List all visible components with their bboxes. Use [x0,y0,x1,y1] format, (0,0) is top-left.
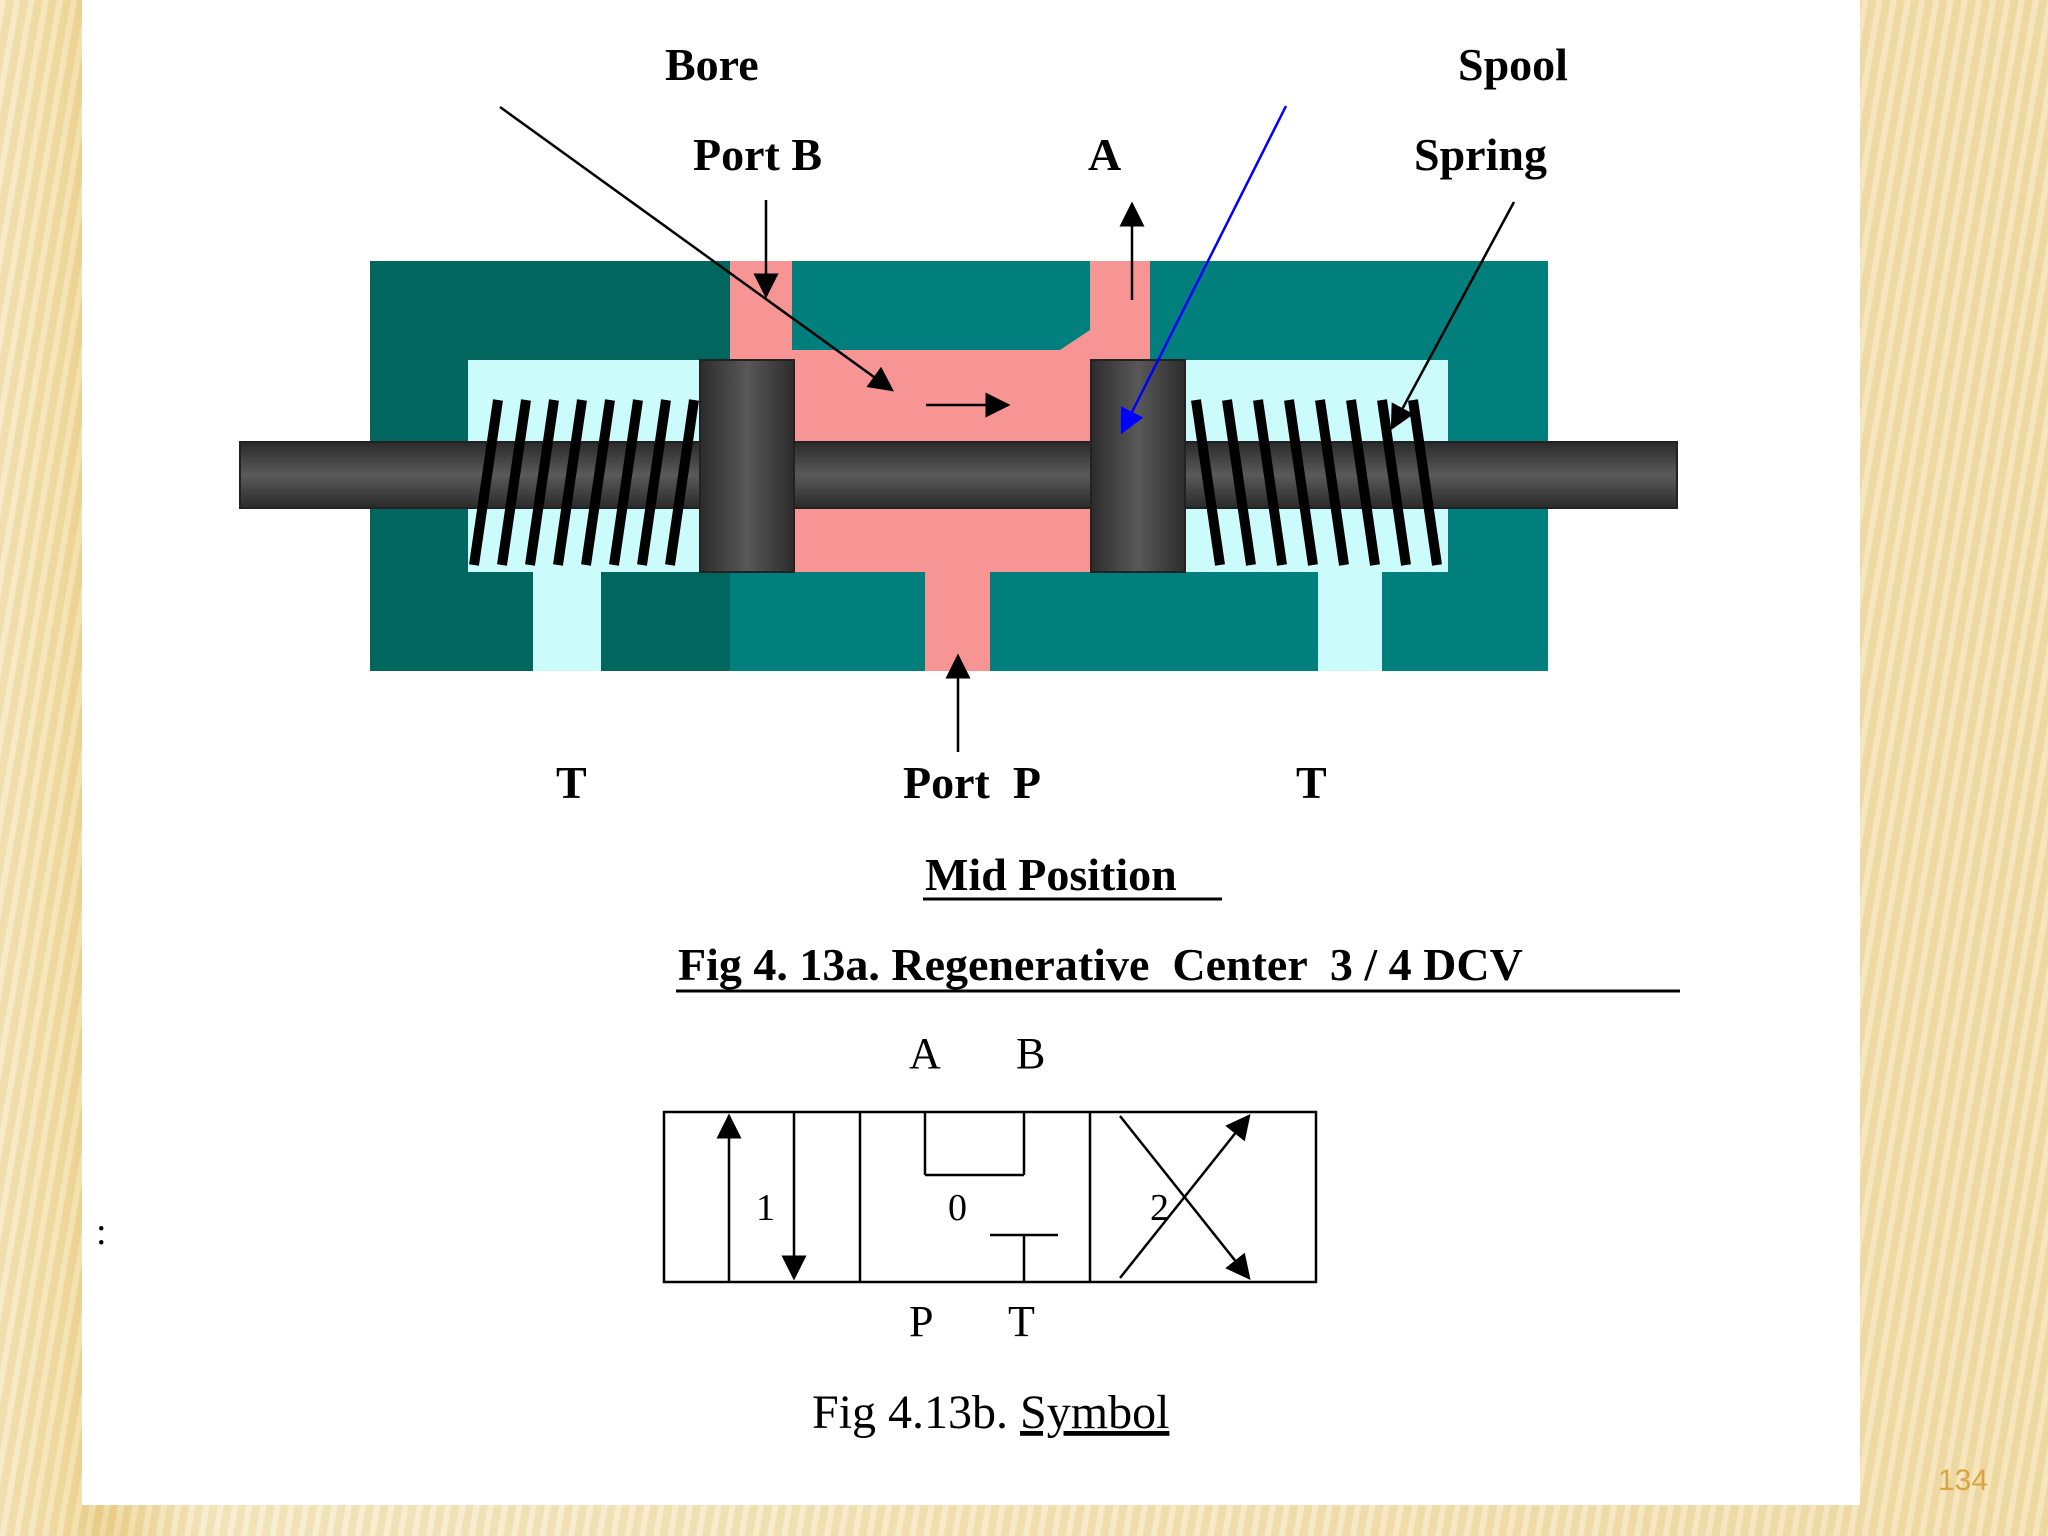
symbol-position-2: 2 [1150,1187,1169,1229]
spool-land-left [699,359,795,573]
tank-port-left [533,570,601,671]
spring-left [469,399,699,566]
caption-fig-4-13b: Fig 4.13b. Symbol [812,1386,1169,1439]
symbol-label-p: P [909,1297,933,1346]
symbol-position-0: 0 [948,1187,967,1229]
stray-colon: : [96,1211,107,1253]
spool-land-right [1090,359,1186,573]
caption-fig-b-symbol: Symbol [1020,1386,1169,1439]
caption-fig-b-prefix: Fig 4.13b. [812,1386,1020,1439]
spring-pointer [1390,201,1516,431]
flow-arrows [499,105,1516,752]
label-port-p: Port P [903,757,1041,808]
spool-pointer [1120,105,1288,435]
label-tank-left: T [556,757,587,808]
spool-rod [239,441,1678,509]
label-bore: Bore [665,39,759,90]
bore-pointer [499,105,895,392]
symbol-label-a: A [909,1029,941,1078]
symbol-outline [662,1110,1318,1284]
caption-fig-4-13a: Fig 4. 13a. Regenerative Center 3 / 4 DC… [678,939,1523,990]
symbol-position-1: 1 [756,1187,775,1229]
label-port-a: A [1088,129,1121,180]
dcv-symbol [662,1110,1318,1284]
label-spring: Spring [1414,129,1547,180]
label-port-b: Port B [693,129,822,180]
symbol-pos2-cross-2 [1119,1114,1251,1279]
symbol-label-t: T [1008,1297,1035,1346]
label-spool: Spool [1458,39,1568,90]
caption-mid-position: Mid Position [925,849,1177,900]
tank-port-right [1318,570,1382,671]
page-number: 134 [1938,1464,1989,1497]
symbol-label-b: B [1016,1029,1045,1078]
slide-content-panel [82,0,1860,1505]
label-tank-right: T [1296,757,1327,808]
spring-right [1191,399,1442,566]
